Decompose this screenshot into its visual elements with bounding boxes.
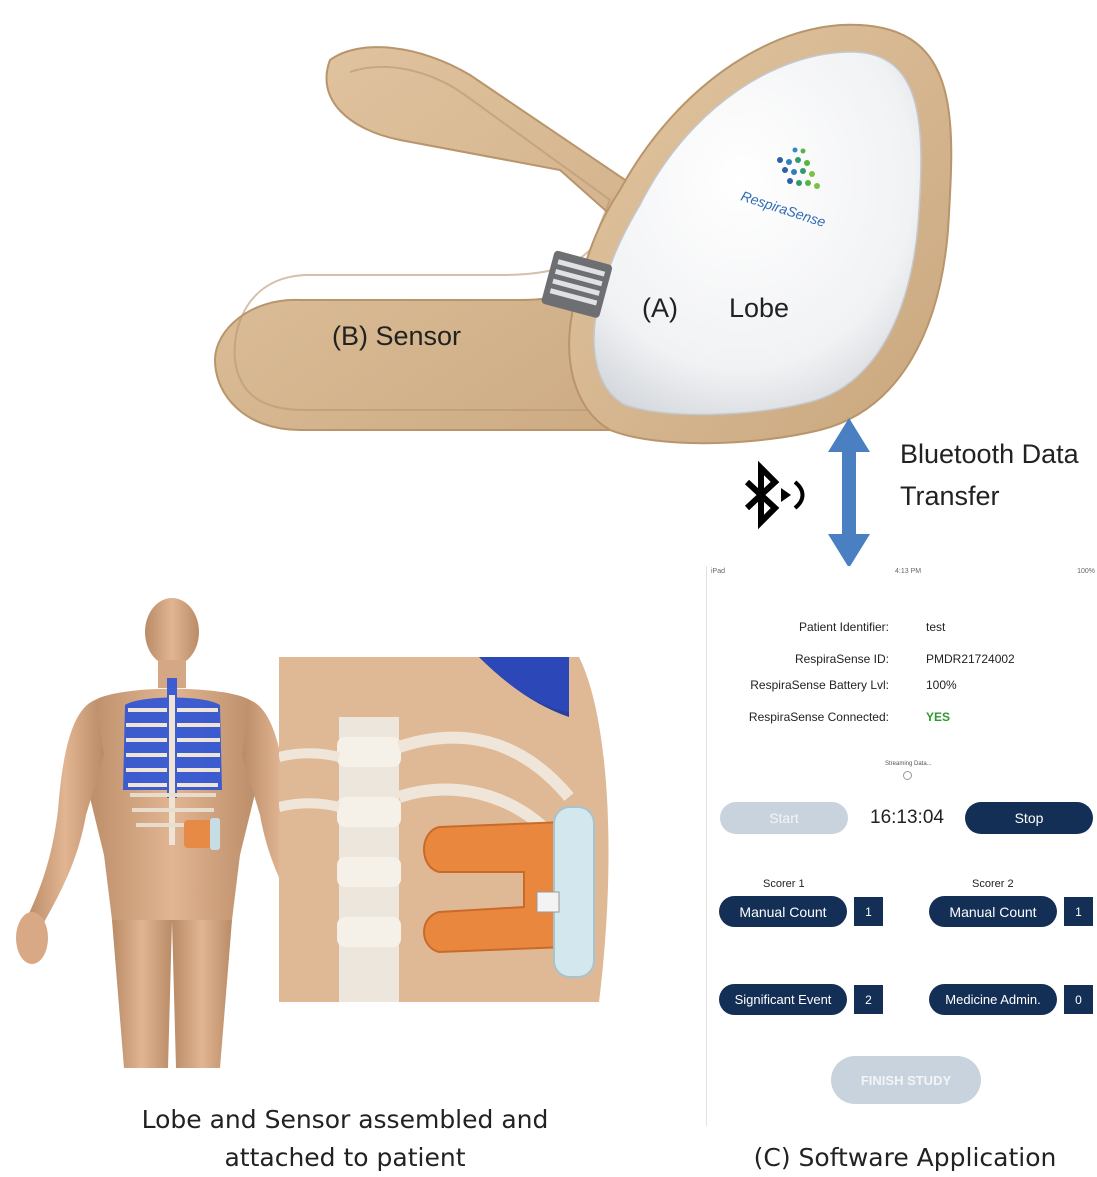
respirasense-id-label: RespiraSense ID: — [795, 652, 889, 666]
bluetooth-icon — [735, 460, 815, 540]
battery-percent: 100% — [1077, 568, 1095, 575]
loading-spinner-icon — [903, 771, 912, 780]
medicine-admin-button[interactable]: Medicine Admin. — [929, 984, 1057, 1015]
software-app-screen: iPad 4:13 PM 100% Patient Identifier: te… — [706, 566, 1097, 1126]
battery-level-label: RespiraSense Battery Lvl: — [750, 678, 889, 692]
streaming-text: Streaming Data... — [885, 761, 932, 767]
status-battery: 100% — [1077, 568, 1095, 575]
device-illustration: RespiraSense — [0, 0, 1097, 560]
manual-count-button-scorer2[interactable]: Manual Count — [929, 896, 1057, 927]
connected-label: RespiraSense Connected: — [749, 710, 889, 724]
right-caption: (C) Software Application — [720, 1139, 1090, 1177]
lobe-letter-label: (A) — [642, 293, 678, 324]
connected-value: YES — [926, 710, 950, 724]
significant-event-count: 2 — [854, 985, 883, 1014]
manual-count-value-scorer2: 1 — [1064, 897, 1093, 926]
status-bar: iPad 4:13 PM 100% — [707, 568, 1097, 580]
status-time: 4:13 PM — [895, 568, 921, 575]
lobe-body — [594, 52, 921, 415]
respirasense-id-value: PMDR21724002 — [926, 652, 1015, 666]
elapsed-timer: 16:13:04 — [870, 807, 944, 829]
status-left: iPad — [711, 568, 725, 575]
scorer2-label: Scorer 2 — [972, 878, 1014, 890]
patient-identifier-value: test — [926, 620, 945, 634]
medicine-admin-count: 0 — [1064, 985, 1093, 1014]
lobe-label: Lobe — [729, 293, 789, 324]
left-caption-line1: Lobe and Sensor assembled and — [90, 1101, 600, 1139]
finish-study-button[interactable]: FINISH STUDY — [831, 1056, 981, 1104]
bluetooth-label-line2: Transfer — [900, 481, 1000, 512]
manual-count-value-scorer1: 1 — [854, 897, 883, 926]
bluetooth-label-line1: Bluetooth Data — [900, 439, 1079, 470]
patient-identifier-label: Patient Identifier: — [799, 620, 889, 634]
battery-level-value: 100% — [926, 678, 957, 692]
sensor-label: (B) Sensor — [332, 321, 461, 352]
stop-button[interactable]: Stop — [965, 802, 1093, 834]
scorer1-label: Scorer 1 — [763, 878, 805, 890]
transfer-arrow — [826, 418, 872, 568]
start-button[interactable]: Start — [720, 802, 848, 834]
closeup-image — [279, 657, 617, 1002]
significant-event-button[interactable]: Significant Event — [719, 984, 847, 1015]
manual-count-button-scorer1[interactable]: Manual Count — [719, 896, 847, 927]
left-caption-line2: attached to patient — [90, 1139, 600, 1177]
